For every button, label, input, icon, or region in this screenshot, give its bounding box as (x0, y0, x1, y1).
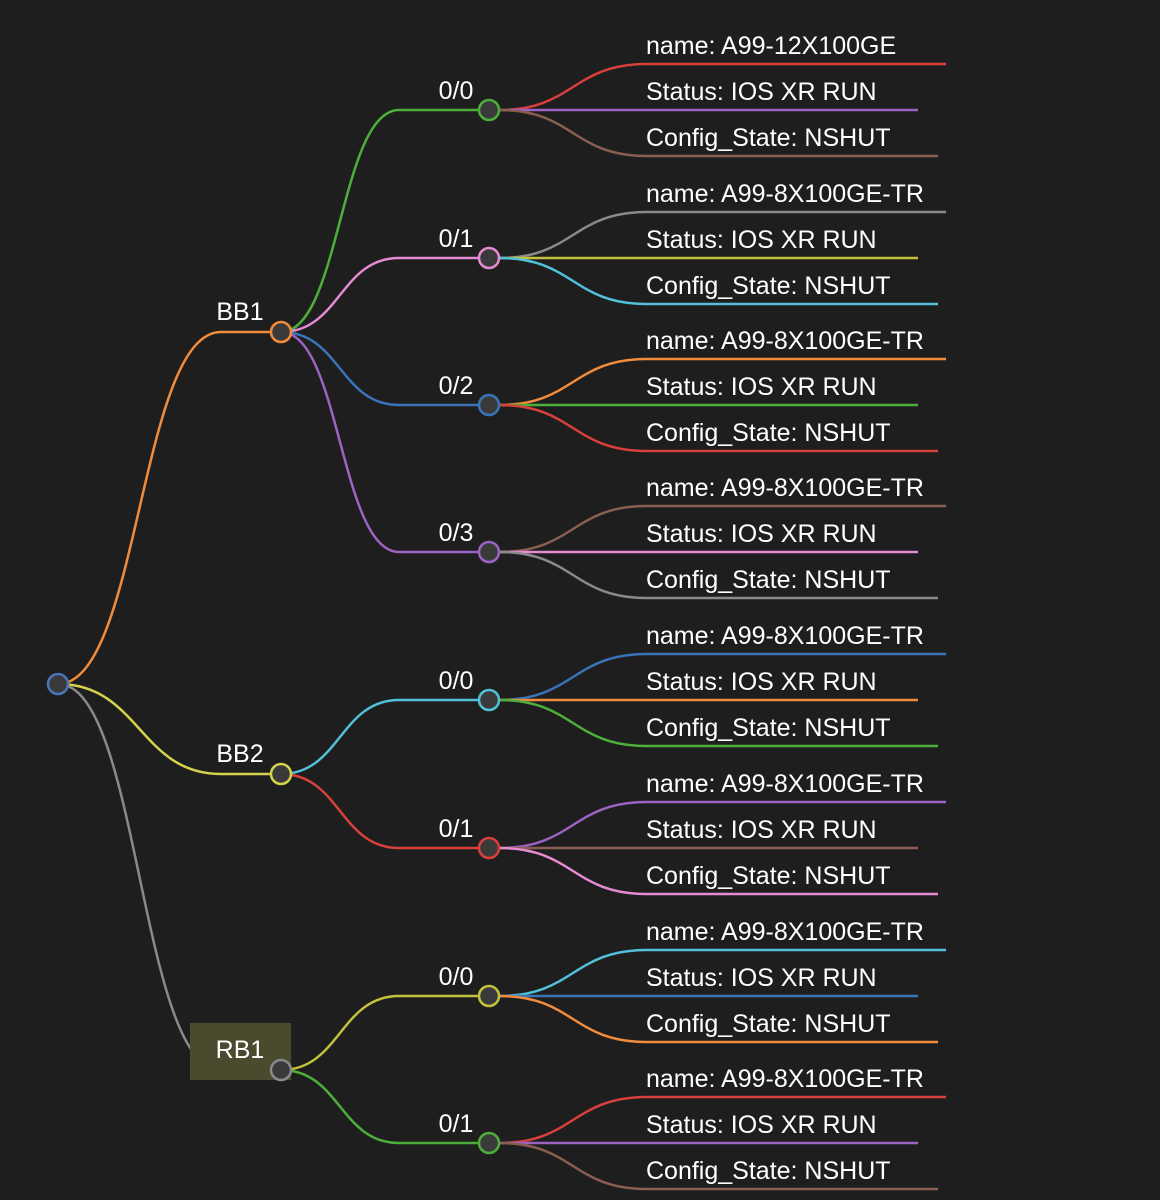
edge-slot-to-detail (499, 948, 647, 998)
edge-root-to-rb1 (57, 682, 222, 1072)
edge-slot-to-detail (499, 652, 647, 702)
edge-group-to-slot (280, 256, 400, 334)
slot-node[interactable] (477, 246, 501, 270)
slot-label: 0/0 (439, 963, 474, 991)
edge-slot-to-detail (499, 357, 647, 407)
edge-root-to-bb2 (57, 682, 222, 776)
nodes-layer: BB1 0/0 name: A99-12X100GE Status: IOS XR R… (46, 32, 924, 1185)
edge-group-to-slot (280, 330, 400, 554)
detail-text: Config_State: NSHUT (646, 862, 891, 890)
edge-group-to-slot (280, 772, 400, 850)
group-label: BB2 (216, 740, 263, 768)
detail-text: Config_State: NSHUT (646, 1010, 891, 1038)
detail-text: name: A99-8X100GE-TR (646, 474, 924, 502)
edge-slot-to-detail (499, 994, 647, 1044)
detail-text: name: A99-8X100GE-TR (646, 918, 924, 946)
slot-label: 0/1 (439, 815, 474, 843)
slot-label: 0/3 (439, 519, 474, 547)
detail-text: Config_State: NSHUT (646, 272, 891, 300)
edge-slot-to-detail (499, 62, 647, 112)
detail-text: Status: IOS XR RUN (646, 78, 877, 106)
edge-slot-to-detail (499, 504, 647, 554)
group-node[interactable] (269, 762, 293, 786)
slot-node[interactable] (477, 688, 501, 712)
slot-node[interactable] (477, 98, 501, 122)
detail-text: name: A99-8X100GE-TR (646, 1065, 924, 1093)
edge-slot-to-detail (499, 403, 647, 453)
detail-text: name: A99-8X100GE-TR (646, 770, 924, 798)
detail-text: name: A99-12X100GE (646, 32, 896, 60)
edge-group-to-slot (280, 1068, 400, 1145)
slot-label: 0/0 (439, 77, 474, 105)
detail-text: name: A99-8X100GE-TR (646, 180, 924, 208)
detail-text: name: A99-8X100GE-TR (646, 622, 924, 650)
detail-text: Status: IOS XR RUN (646, 373, 877, 401)
slot-label: 0/1 (439, 1110, 474, 1138)
edge-slot-to-detail (499, 210, 647, 260)
edge-slot-to-detail (499, 698, 647, 748)
slot-label: 0/0 (439, 667, 474, 695)
detail-text: Config_State: NSHUT (646, 714, 891, 742)
detail-text: Status: IOS XR RUN (646, 964, 877, 992)
edge-slot-to-detail (499, 1141, 647, 1191)
edge-group-to-slot (280, 330, 400, 407)
slot-node[interactable] (477, 836, 501, 860)
slot-label: 0/2 (439, 372, 474, 400)
detail-text: Status: IOS XR RUN (646, 816, 877, 844)
edge-root-to-bb1 (57, 330, 222, 686)
detail-text: Config_State: NSHUT (646, 1157, 891, 1185)
edge-slot-to-detail (499, 256, 647, 306)
detail-text: Config_State: NSHUT (646, 124, 891, 152)
detail-text: Status: IOS XR RUN (646, 1111, 877, 1139)
edge-slot-to-detail (499, 800, 647, 850)
group-label: BB1 (216, 298, 263, 326)
edge-slot-to-detail (499, 1095, 647, 1145)
group-label: RB1 (216, 1036, 265, 1064)
detail-text: name: A99-8X100GE-TR (646, 327, 924, 355)
edge-slot-to-detail (499, 846, 647, 896)
root-node[interactable] (46, 672, 70, 696)
group-node[interactable] (269, 320, 293, 344)
detail-text: Status: IOS XR RUN (646, 226, 877, 254)
edge-group-to-slot (280, 698, 400, 776)
slot-node[interactable] (477, 984, 501, 1008)
edges-layer (57, 62, 946, 1191)
slot-label: 0/1 (439, 225, 474, 253)
edge-group-to-slot (280, 994, 400, 1072)
slot-node[interactable] (477, 393, 501, 417)
edge-slot-to-detail (499, 550, 647, 600)
slot-node[interactable] (477, 540, 501, 564)
detail-text: Status: IOS XR RUN (646, 520, 877, 548)
detail-text: Config_State: NSHUT (646, 566, 891, 594)
edge-group-to-slot (280, 108, 400, 334)
group-node[interactable] (269, 1058, 293, 1082)
detail-text: Config_State: NSHUT (646, 419, 891, 447)
edge-slot-to-detail (499, 108, 647, 158)
slot-node[interactable] (477, 1131, 501, 1155)
detail-text: Status: IOS XR RUN (646, 668, 877, 696)
